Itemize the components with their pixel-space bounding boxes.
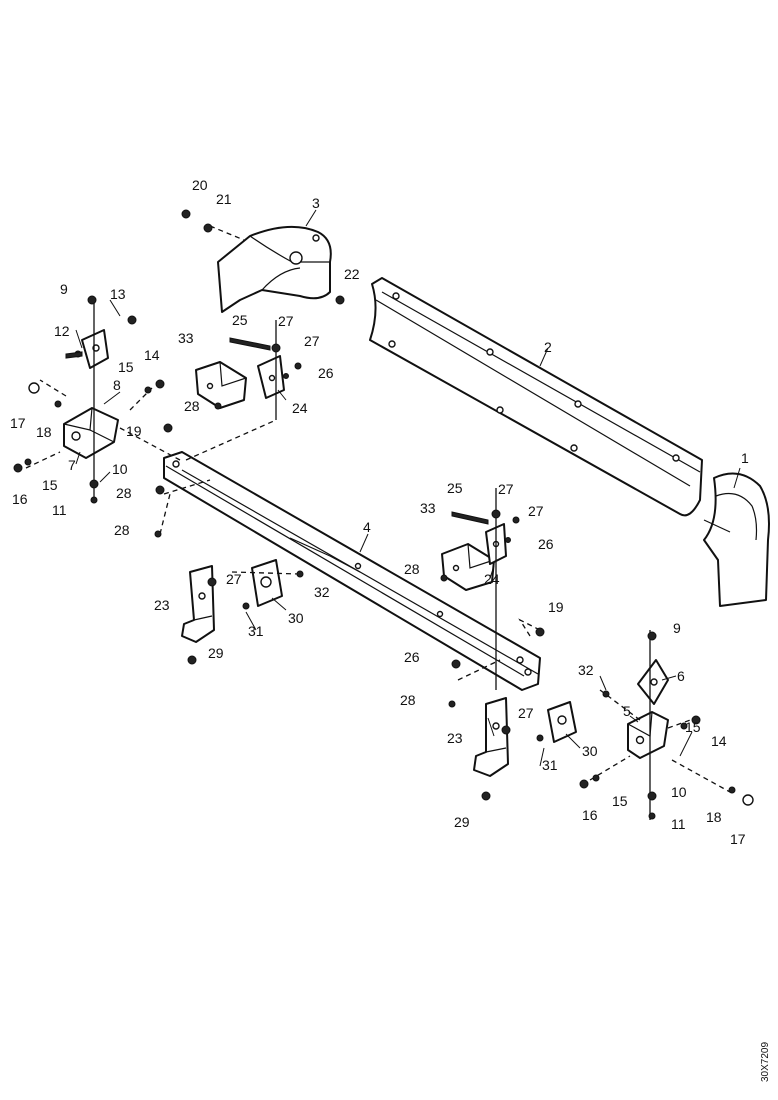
callout-25-left: 25	[232, 312, 248, 328]
callout-9-right: 9	[673, 620, 681, 636]
callout-11-right: 11	[671, 816, 686, 832]
part-right-end-cap	[703, 472, 770, 607]
callout-26-right: 26	[538, 536, 554, 552]
callout-24-left: 24	[292, 400, 308, 416]
callout-21: 21	[216, 191, 232, 207]
callout-26-mid: 26	[404, 649, 420, 665]
callout-5: 5	[623, 703, 631, 719]
callout-2: 2	[544, 339, 552, 355]
callout-14-right: 14	[711, 733, 727, 749]
callout-33-right: 33	[420, 500, 436, 516]
callout-20: 20	[192, 177, 208, 193]
callout-6: 6	[677, 668, 685, 684]
callout-labels: 1 2 3 4 5 6 7 8 9 9 10 10 11 11 12 13 14…	[10, 177, 749, 847]
callout-13: 13	[110, 286, 126, 302]
callout-9-left: 9	[60, 281, 68, 297]
callout-14-left: 14	[144, 347, 160, 363]
callout-29-right: 29	[454, 814, 470, 830]
callout-28-right-b: 28	[400, 692, 416, 708]
callout-19-left: 19	[126, 423, 142, 439]
callout-19-right: 19	[548, 599, 564, 615]
part-left-bracket	[63, 329, 119, 459]
callout-27-right-b: 27	[528, 503, 544, 519]
assembly-lines	[25, 225, 731, 820]
callout-30-left: 30	[288, 610, 304, 626]
callout-25-right: 25	[447, 480, 463, 496]
part-main-beam	[163, 451, 541, 691]
callout-32-right: 32	[578, 662, 594, 678]
callout-23-left: 23	[154, 597, 170, 613]
callout-17-right: 17	[730, 831, 746, 847]
callout-15-right-a: 15	[685, 719, 701, 735]
callout-10-left: 10	[112, 461, 128, 477]
part-right-bracket	[627, 659, 669, 759]
part-lower-bracket-right	[473, 697, 577, 777]
callout-8: 8	[113, 377, 121, 393]
callout-33-left: 33	[178, 330, 194, 346]
callout-12: 12	[54, 323, 70, 339]
hardware	[13, 209, 754, 820]
callout-27-lower-right: 27	[518, 705, 534, 721]
diagram-code: 30X7209	[760, 1042, 771, 1082]
callout-30-right: 30	[582, 743, 598, 759]
callout-23-right: 23	[447, 730, 463, 746]
callout-17-left: 17	[10, 415, 26, 431]
leader-lines	[75, 209, 741, 767]
callout-28-left-b: 28	[116, 485, 132, 501]
callout-29-left: 29	[208, 645, 224, 661]
callout-16-right: 16	[582, 807, 598, 823]
callout-28-right-a: 28	[404, 561, 420, 577]
callout-18-left: 18	[36, 424, 52, 440]
callout-22: 22	[344, 266, 360, 282]
callout-27-left-b: 27	[304, 333, 320, 349]
callout-18-right: 18	[706, 809, 722, 825]
callout-32-left: 32	[314, 584, 330, 600]
part-upper-bracket-left	[195, 355, 285, 409]
callout-7: 7	[68, 457, 76, 473]
callout-4: 4	[363, 519, 371, 535]
callout-1: 1	[741, 450, 749, 466]
part-upper-bracket-right	[441, 523, 507, 591]
callout-28-left-c: 28	[114, 522, 130, 538]
callout-24-right: 24	[484, 571, 500, 587]
part-lower-bracket-left	[181, 559, 283, 643]
callout-10-right: 10	[671, 784, 687, 800]
part-top-rail	[369, 277, 703, 517]
callout-16-left: 16	[12, 491, 28, 507]
callout-27-right-a: 27	[498, 481, 514, 497]
callout-15-left-b: 15	[42, 477, 58, 493]
callout-27-lower-left: 27	[226, 571, 242, 587]
callout-31-right: 31	[542, 757, 558, 773]
callout-31-left: 31	[248, 623, 264, 639]
callout-11-left: 11	[52, 502, 67, 518]
part-end-cap	[217, 225, 332, 313]
callout-15-left-a: 15	[118, 359, 134, 375]
callout-26-left: 26	[318, 365, 334, 381]
callout-3: 3	[312, 195, 320, 211]
callout-28-left-a: 28	[184, 398, 200, 414]
callout-27-left-a: 27	[278, 313, 294, 329]
callout-15-right-b: 15	[612, 793, 628, 809]
